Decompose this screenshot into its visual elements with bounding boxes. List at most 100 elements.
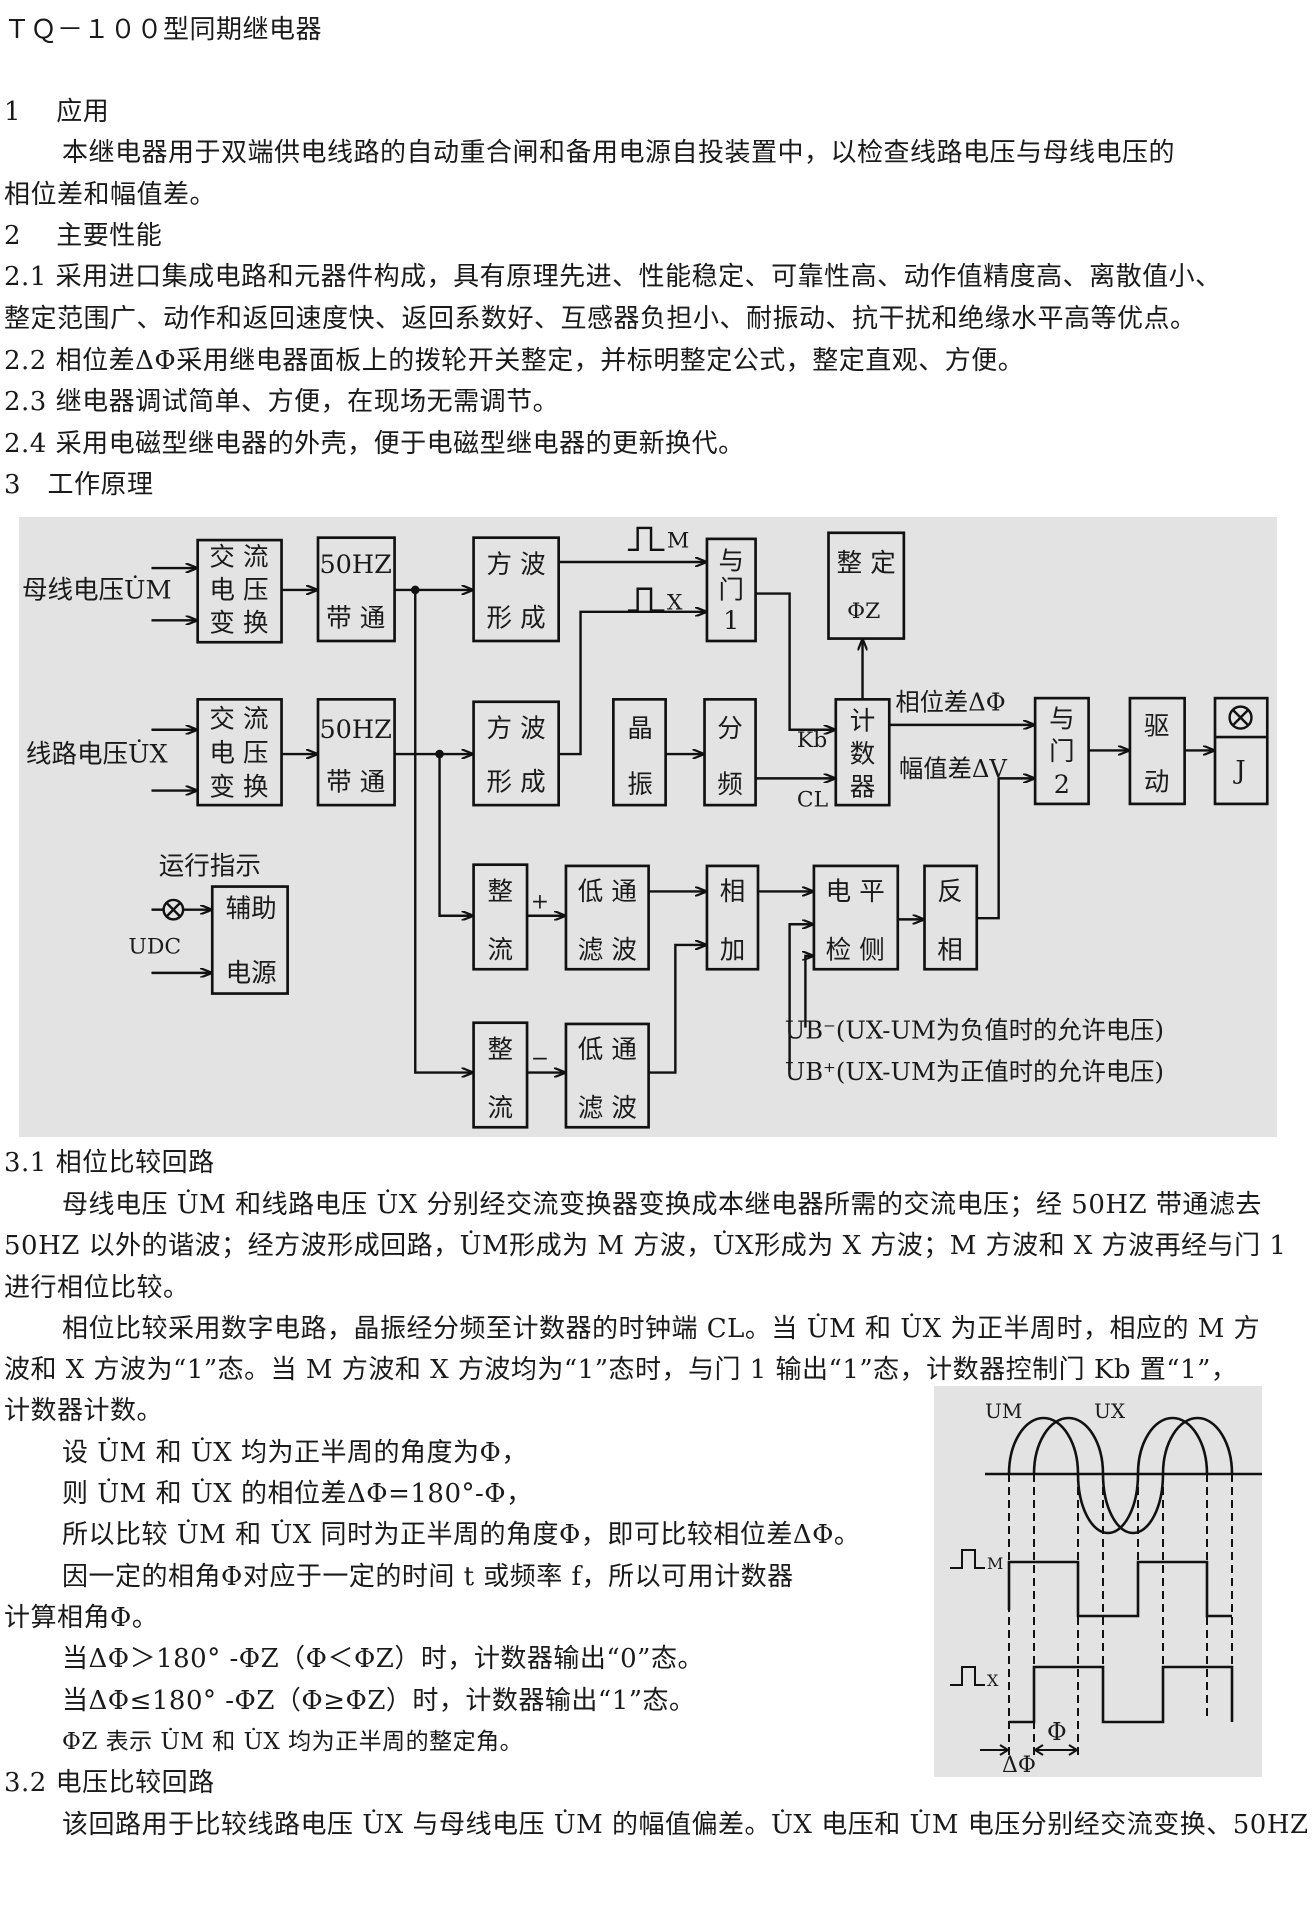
block-label: 检 侧 [826, 935, 885, 965]
paragraph: 2.3 继电器调试简单、方便，在现场无需调节。 [4, 387, 560, 417]
paragraph: 所以比较 U̇M 和 U̇X 同时为正半周的角度Φ，即可比较相位差ΔΦ。 [62, 1520, 861, 1550]
paragraph: 因一定的相角Φ对应于一定的时间 t 或频率 f，所以可用计数器 [62, 1562, 794, 1592]
section-1-heading: 1 应用 [4, 97, 110, 127]
block-label: 电 压 [209, 738, 268, 768]
m-label: M [987, 1554, 1003, 1573]
um-sine [1007, 1416, 1209, 1535]
phi-label: Φ [1047, 1718, 1067, 1746]
paragraph: 2.2 相位差ΔΦ采用继电器面板上的拨轮开关整定，并标明整定公式，整定直观、方便… [4, 346, 1025, 376]
block-label: 整 [488, 1035, 514, 1065]
paragraph: 2.4 采用电磁型继电器的外壳，便于电磁型继电器的更新换代。 [4, 429, 745, 459]
block-label: 电源 [226, 958, 277, 988]
paragraph: 设 U̇M 和 U̇X 均为正半周的角度为Φ， [62, 1438, 528, 1468]
paragraph: 整定范围广、动作和返回速度快、返回系数好、互感器负担小、耐振动、抗干扰和绝缘水平… [4, 304, 1197, 334]
block-label: 动 [1144, 768, 1170, 798]
paragraph: 计算相角Φ。 [4, 1603, 159, 1633]
block-label: 低 通 [578, 1035, 637, 1065]
block-label: 带 通 [326, 603, 385, 633]
block-label: 1 [723, 606, 739, 636]
paragraph: 2.1 采用进口集成电路和元器件构成，具有原理先进、性能稳定、可靠性高、动作值精… [4, 262, 1222, 292]
block-label: 交 流 [209, 543, 268, 573]
block-label: 变 换 [209, 608, 268, 638]
block-label: 变 换 [209, 772, 268, 802]
um-label: UM [985, 1399, 1022, 1423]
x-square-wave [1009, 1665, 1234, 1724]
block-label: 与 [1049, 704, 1075, 734]
paragraph: ΦZ 表示 U̇M 和 U̇X 均为正半周的整定角。 [62, 1729, 524, 1755]
plus-label: + [531, 889, 549, 914]
bus-voltage-label: 母线电压U̇M [22, 575, 172, 606]
block-label: 反 [937, 877, 963, 907]
block-label: 滤 波 [578, 935, 637, 965]
line-voltage-label: 线路电压U̇X [26, 739, 169, 770]
paragraph: 进行相位比较。 [4, 1273, 190, 1303]
block-label: 相 [720, 877, 746, 907]
x-wave-label: X [667, 590, 683, 615]
block-label: 流 [488, 1093, 514, 1123]
block-label: 数 [850, 740, 876, 770]
kb-label: Kb [797, 728, 827, 753]
ub-plus-label: UB⁺(UX-UM为正值时的允许电压) [785, 1057, 1164, 1086]
relay-lamp-icon [1228, 705, 1253, 730]
paragraph: 相位比较采用数字电路，晶振经分频至计数器的时钟端 CL。当 U̇M 和 U̇X … [62, 1314, 1261, 1344]
section-2-heading: 2 主要性能 [4, 221, 163, 251]
block-label: 滤 波 [578, 1093, 637, 1123]
paragraph: 当ΔΦ＞180° -ΦZ（Φ＜ΦZ）时，计数器输出“0”态。 [62, 1644, 704, 1674]
section-3-2-heading: 3.2 电压比较回路 [4, 1768, 215, 1798]
paragraph: 则 U̇M 和 U̇X 的相位差ΔΦ=180°-Φ， [62, 1479, 533, 1509]
block-label: 带 通 [326, 768, 385, 798]
phase-diff-label: 相位差ΔΦ [895, 687, 1005, 716]
amp-diff-label: 幅值差ΔV [899, 754, 1007, 783]
connections [151, 526, 1213, 1073]
block-label: 整 [488, 877, 514, 907]
document-title: ＴＱ－１００型同期继电器 [4, 15, 323, 45]
block-label: 方 波 [487, 550, 546, 580]
udc-label: UDC [128, 934, 181, 959]
block-label: 形 成 [487, 768, 546, 798]
ub-minus-label: UB⁻(UX-UM为负值时的允许电压) [785, 1016, 1164, 1045]
section-3-heading: 3 工作原理 [4, 470, 154, 500]
cl-label: CL [797, 787, 828, 812]
block-label: 门 [719, 575, 745, 605]
block-label: 整 定 [837, 549, 896, 579]
block-label: 计 [850, 707, 876, 737]
block-label: 驱 [1144, 712, 1170, 742]
block-label: 电 压 [209, 575, 268, 605]
paragraph: 50HZ 以外的谐波；经方波形成回路，U̇M形成为 M 方波，U̇X形成为 X … [4, 1231, 1287, 1261]
block-label: 晶 [627, 714, 653, 744]
ux-label: UX [1094, 1399, 1126, 1423]
block-label: 相 [937, 935, 963, 965]
paragraph: 计数器计数。 [4, 1396, 164, 1426]
indicator-lamp-icon [162, 898, 185, 921]
paragraph: 波和 X 方波为“1”态。当 M 方波和 X 方波均为“1”态时，与门 1 输出… [4, 1355, 1238, 1385]
block-label: 低 通 [578, 877, 637, 907]
block-label: 加 [720, 935, 746, 965]
block-label: 流 [488, 935, 514, 965]
block-label: 2 [1054, 770, 1070, 800]
run-indicator-label: 运行指示 [159, 851, 261, 881]
ux-sine [1032, 1416, 1234, 1535]
delta-phi-label: ΔΦ [1002, 1753, 1036, 1777]
paragraph: 相位差和幅值差。 [4, 180, 217, 210]
block-label: 50HZ [319, 715, 391, 745]
block-diagram: 母线电压U̇M 线路电压U̇X 交 流 电 压 变 换 交 流 电 压 变 换 … [19, 517, 1277, 1137]
block-label: 与 [719, 546, 745, 576]
block-label: 分 [717, 714, 743, 744]
paragraph: 当ΔΦ≤180° -ΦZ（Φ≥ΦZ）时，计数器输出“1”态。 [62, 1686, 696, 1716]
block-label: 振 [627, 770, 653, 800]
section-3-1-heading: 3.1 相位比较回路 [4, 1148, 215, 1178]
relay-label: J [1232, 755, 1245, 785]
x-label: X [987, 1671, 999, 1690]
block-label: 50HZ [319, 550, 391, 580]
paragraph: 本继电器用于双端供电线路的自动重合闸和备用电源自投装置中，以检查线路电压与母线电… [62, 138, 1176, 168]
waveform-diagram: UM UX M X Φ ΔΦ [934, 1386, 1262, 1777]
paragraph: 该回路用于比较线路电压 U̇X 与母线电压 U̇M 的幅值偏差。U̇X 电压和 … [62, 1810, 1309, 1840]
minus-label: − [531, 1046, 549, 1071]
block-label: 辅助 [226, 894, 277, 924]
block-label: 器 [850, 772, 876, 802]
m-wave-label: M [667, 528, 689, 553]
block-label: 门 [1049, 737, 1075, 767]
block-label: 交 流 [209, 704, 268, 734]
paragraph: 母线电压 U̇M 和线路电压 U̇X 分别经交流变换器变换成本继电器所需的交流电… [62, 1190, 1262, 1220]
block-label: 方 波 [487, 714, 546, 744]
